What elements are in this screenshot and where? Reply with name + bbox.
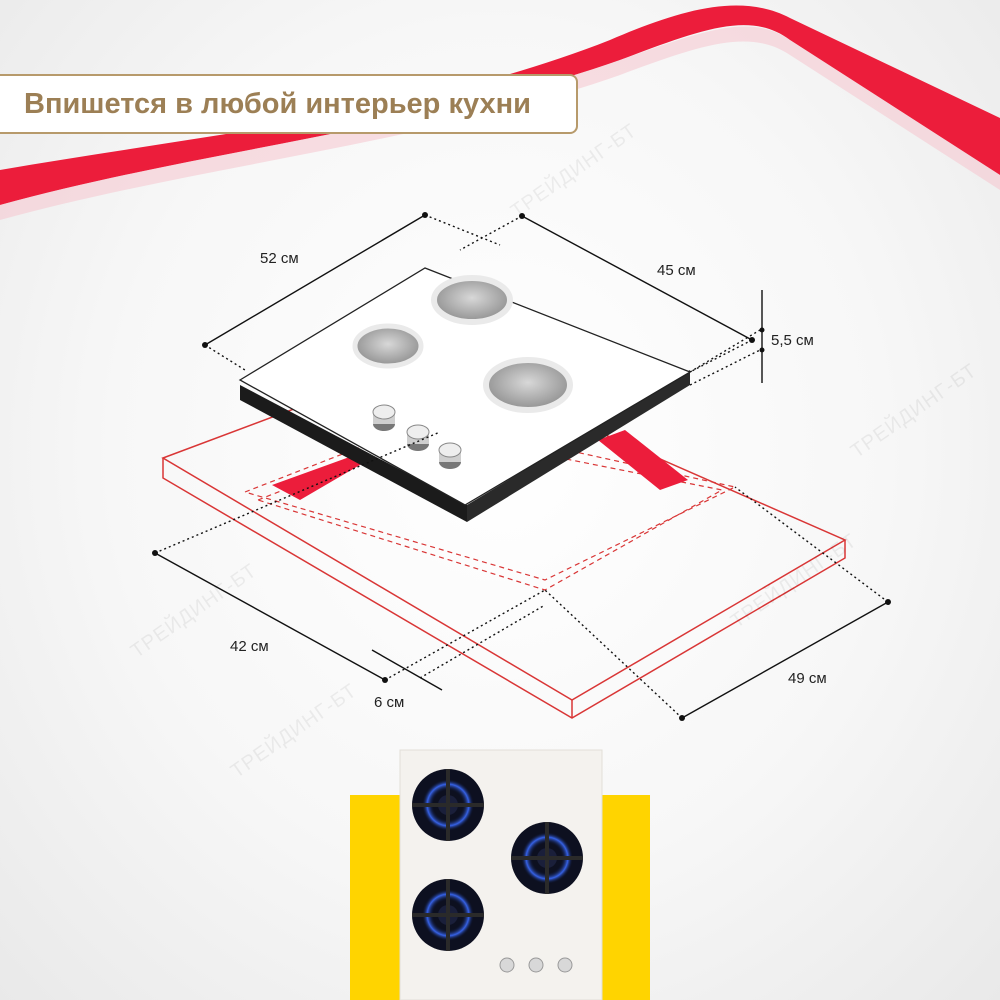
dimension-lines bbox=[154, 214, 889, 719]
knob-3 bbox=[438, 442, 462, 469]
dim-cutout-width: 49 см bbox=[788, 670, 827, 687]
gas-burner-2 bbox=[511, 822, 583, 894]
burner-left bbox=[352, 323, 424, 369]
cutout-left bbox=[272, 455, 365, 500]
cutout-right bbox=[598, 430, 688, 490]
dim-hob-height: 5,5 см bbox=[771, 332, 814, 349]
dim-hob-depth: 45 см bbox=[657, 262, 696, 279]
burner-top bbox=[431, 275, 513, 325]
dimension-ticks bbox=[152, 212, 891, 721]
photo-knobs bbox=[499, 957, 573, 973]
knob-2 bbox=[406, 424, 430, 451]
dim-margin: 6 см bbox=[374, 694, 405, 711]
hob-body bbox=[238, 267, 692, 522]
page-title: Впишется в любой интерьер кухни bbox=[24, 87, 531, 120]
gas-burner-3 bbox=[412, 879, 484, 951]
burner-right bbox=[483, 357, 573, 413]
title-banner: Впишется в любой интерьер кухни bbox=[0, 74, 578, 134]
gas-burner-1 bbox=[412, 769, 484, 841]
dim-cutout-depth: 42 см bbox=[230, 638, 269, 655]
dim-hob-width: 52 см bbox=[260, 250, 299, 267]
knob-1 bbox=[372, 404, 396, 431]
